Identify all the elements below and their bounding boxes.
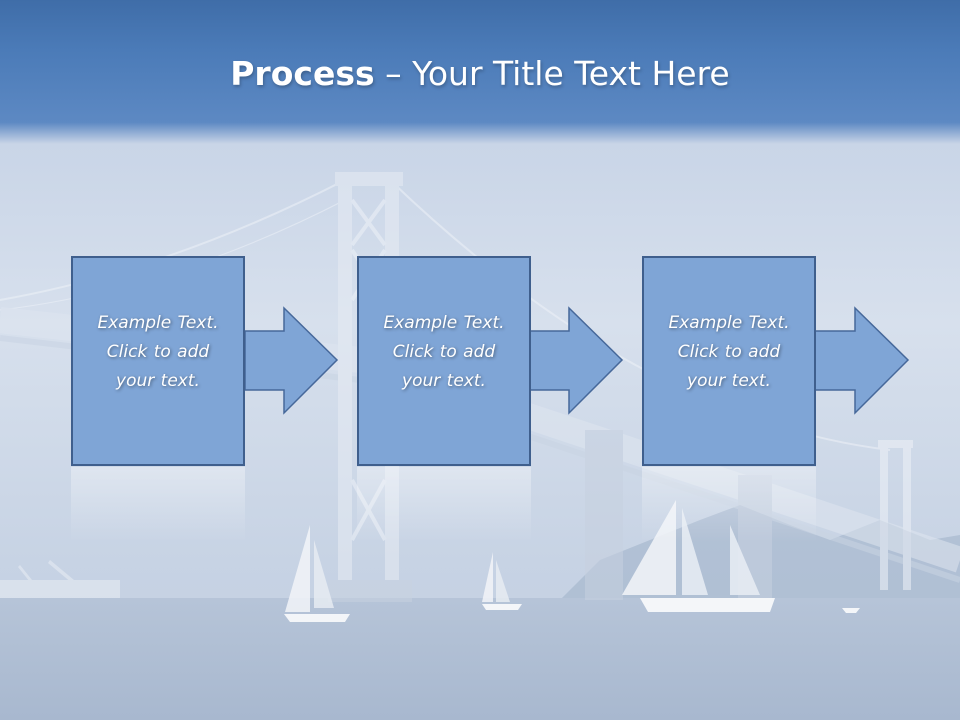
step-text[interactable]: Example Text. Click to add your text. <box>642 309 816 396</box>
title-bold: Process <box>230 54 375 93</box>
step-line: Click to add <box>392 342 496 362</box>
process-step-1[interactable]: Example Text. Click to add your text. <box>71 256 346 546</box>
cranes <box>0 560 120 598</box>
title-rest: – Your Title Text Here <box>374 54 730 93</box>
process-step-3[interactable]: Example Text. Click to add your text. <box>642 256 917 546</box>
step-line: Example Text. <box>383 313 505 333</box>
step-line: your text. <box>116 371 200 391</box>
step-arrow-shape <box>71 256 339 542</box>
step-line: Example Text. <box>97 313 219 333</box>
step-line: Click to add <box>677 342 781 362</box>
step-text[interactable]: Example Text. Click to add your text. <box>357 309 531 396</box>
step-text[interactable]: Example Text. Click to add your text. <box>71 309 245 396</box>
slide-title[interactable]: Process – Your Title Text Here <box>0 52 960 96</box>
process-step-2[interactable]: Example Text. Click to add your text. <box>357 256 632 546</box>
step-line: your text. <box>402 371 486 391</box>
step-arrow-shape <box>357 256 624 542</box>
step-line: Click to add <box>106 342 210 362</box>
step-line: Example Text. <box>668 313 790 333</box>
step-arrow-shape <box>642 256 910 542</box>
step-line: your text. <box>687 371 771 391</box>
